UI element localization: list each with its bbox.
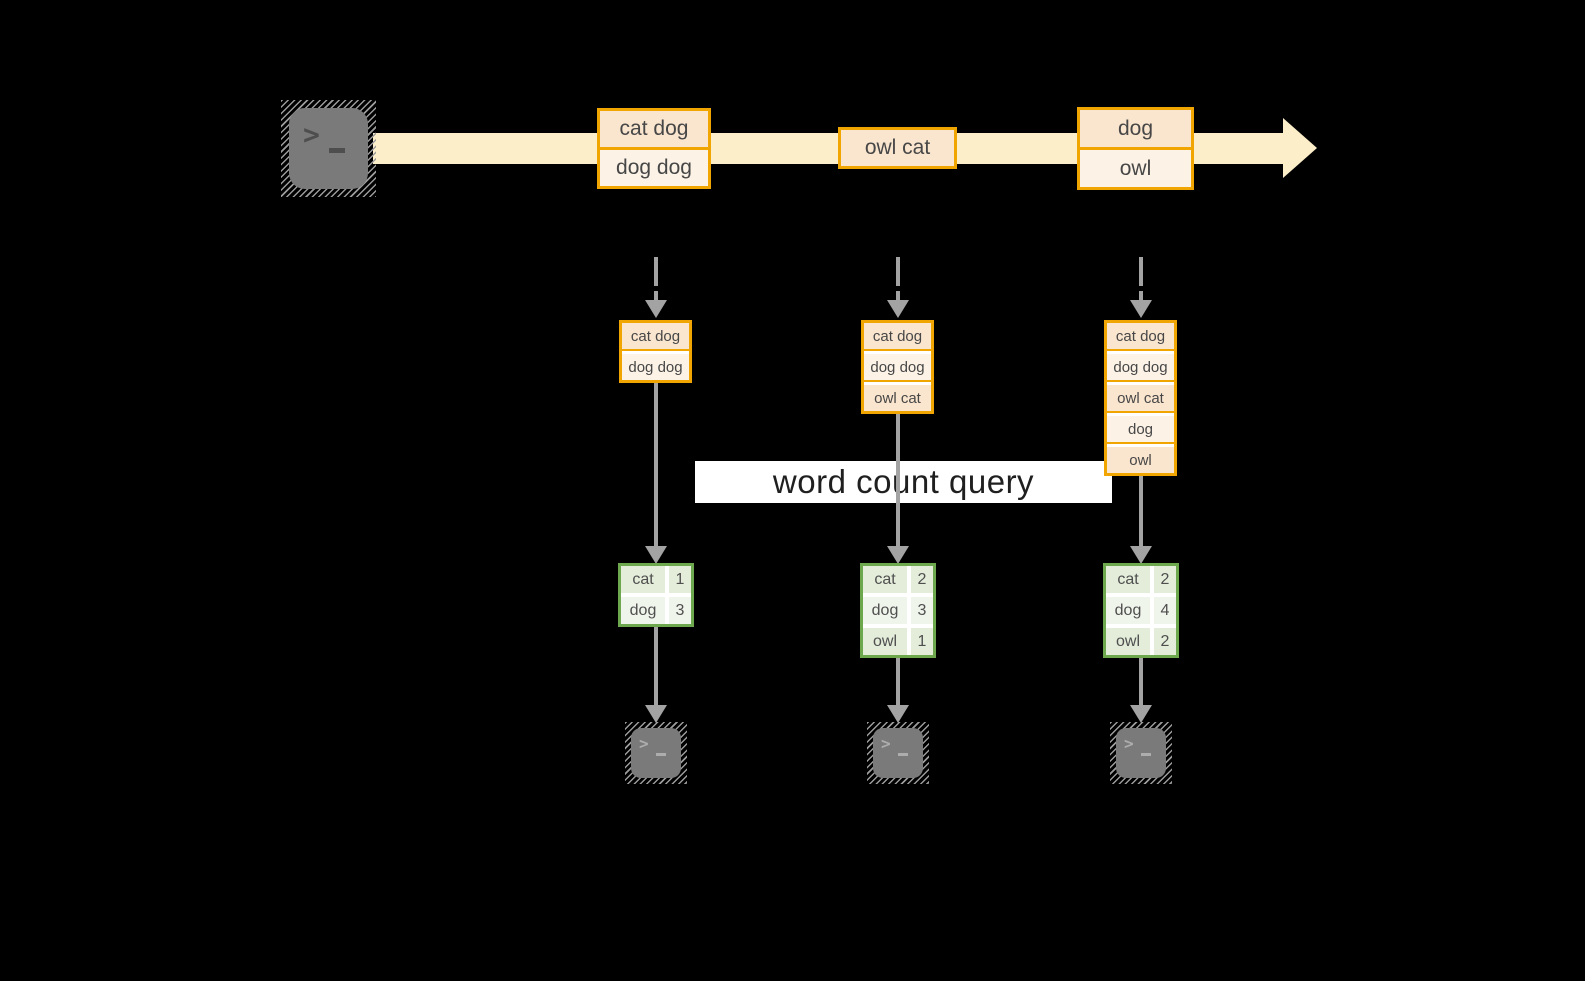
terminal-screen: > (873, 728, 923, 778)
terminal-prompt-icon: > (881, 734, 891, 753)
arrow-line (896, 414, 900, 546)
count-table-count-cell: 3 (669, 597, 691, 624)
stream-batch-box: owl cat (838, 127, 957, 169)
count-table-count-cell: 3 (911, 597, 933, 624)
state-stack: cat dog dog dog owl cat (861, 320, 934, 414)
arrow-head-icon (645, 546, 667, 564)
state-stack: cat dog dog dog (619, 320, 692, 383)
count-table-word-cell: dog (863, 597, 907, 624)
terminal-sink-icon: > (1110, 722, 1172, 784)
arrow-line (1139, 476, 1143, 546)
terminal-prompt-icon: > (639, 734, 649, 753)
count-table-word-cell: dog (1106, 597, 1150, 624)
dashed-arrow-segment (654, 291, 658, 300)
arrow-line (654, 383, 658, 546)
dashed-arrow-head-icon (1130, 300, 1152, 318)
table-to-terminal-arrow (645, 627, 667, 723)
arrow-head-icon (887, 546, 909, 564)
count-table-count-cell: 2 (1154, 566, 1176, 593)
state-stack-row: cat dog (864, 323, 931, 351)
state-stack-row: owl cat (864, 385, 931, 411)
stream-batch-word-row: dog (1080, 110, 1191, 147)
dashed-arrow-segment (1139, 291, 1143, 300)
dashed-arrow (887, 257, 909, 318)
terminal-screen: > (1116, 728, 1166, 778)
state-stack-row: dog dog (1107, 354, 1174, 382)
dashed-arrow-segment (896, 257, 900, 286)
count-table-count-cell: 2 (1154, 628, 1176, 655)
terminal-prompt-icon: > (303, 118, 320, 151)
terminal-sink-icon: > (867, 722, 929, 784)
table-to-terminal-arrow (1130, 658, 1152, 723)
arrow-head-icon (887, 705, 909, 723)
count-table-count-cell: 1 (911, 628, 933, 655)
count-table-count-cell: 4 (1154, 597, 1176, 624)
arrow-line (896, 658, 900, 705)
dashed-arrow-head-icon (645, 300, 667, 318)
arrow-head-icon (1130, 546, 1152, 564)
terminal-prompt-icon: > (1124, 734, 1134, 753)
dashed-arrow-segment (654, 257, 658, 286)
state-stack-row: dog dog (622, 354, 689, 380)
arrow-head-icon (1130, 705, 1152, 723)
arrow-head-icon (645, 705, 667, 723)
state-stack-row: owl cat (1107, 385, 1174, 413)
count-table-word-cell: owl (1106, 628, 1150, 655)
count-table-word-cell: cat (621, 566, 665, 593)
state-stack-row: cat dog (622, 323, 689, 351)
state-stack-row: dog (1107, 416, 1174, 444)
terminal-cursor-icon (329, 148, 345, 153)
stream-batch-word-row: owl (1080, 147, 1191, 187)
terminal-cursor-icon (656, 753, 666, 756)
dashed-arrow-head-icon (887, 300, 909, 318)
state-to-table-arrow (1130, 476, 1152, 564)
state-stack: cat dog dog dog owl cat dog owl (1104, 320, 1177, 476)
arrow-line (1139, 658, 1143, 705)
count-table-word-cell: cat (863, 566, 907, 593)
terminal-cursor-icon (1141, 753, 1151, 756)
arrow-line (654, 627, 658, 705)
count-table-word-cell: owl (863, 628, 907, 655)
dashed-arrow-segment (1139, 257, 1143, 286)
state-stack-row: dog dog (864, 354, 931, 382)
count-table-word-cell: dog (621, 597, 665, 624)
stream-band-arrowhead-icon (1283, 118, 1317, 178)
state-stack-row: owl (1107, 447, 1174, 473)
count-table-count-cell: 1 (669, 566, 691, 593)
terminal-sink-icon: > (625, 722, 687, 784)
state-stack-row: cat dog (1107, 323, 1174, 351)
stream-batch-word-row: dog dog (600, 147, 708, 186)
state-to-table-arrow (645, 383, 667, 564)
dashed-arrow (1130, 257, 1152, 318)
state-to-table-arrow (887, 414, 909, 564)
stream-batch-word-row: owl cat (841, 130, 954, 166)
terminal-source-icon: > (281, 100, 376, 197)
table-to-terminal-arrow (887, 658, 909, 723)
query-label: word count query (772, 463, 1035, 500)
terminal-screen: > (631, 728, 681, 778)
stream-batch-word-row: cat dog (600, 111, 708, 147)
count-table-count-cell: 2 (911, 566, 933, 593)
dashed-arrow (645, 257, 667, 318)
count-table-word-cell: cat (1106, 566, 1150, 593)
terminal-screen: > (289, 108, 368, 189)
terminal-cursor-icon (898, 753, 908, 756)
query-band: word count query (695, 461, 1112, 503)
dashed-arrow-segment (896, 291, 900, 300)
